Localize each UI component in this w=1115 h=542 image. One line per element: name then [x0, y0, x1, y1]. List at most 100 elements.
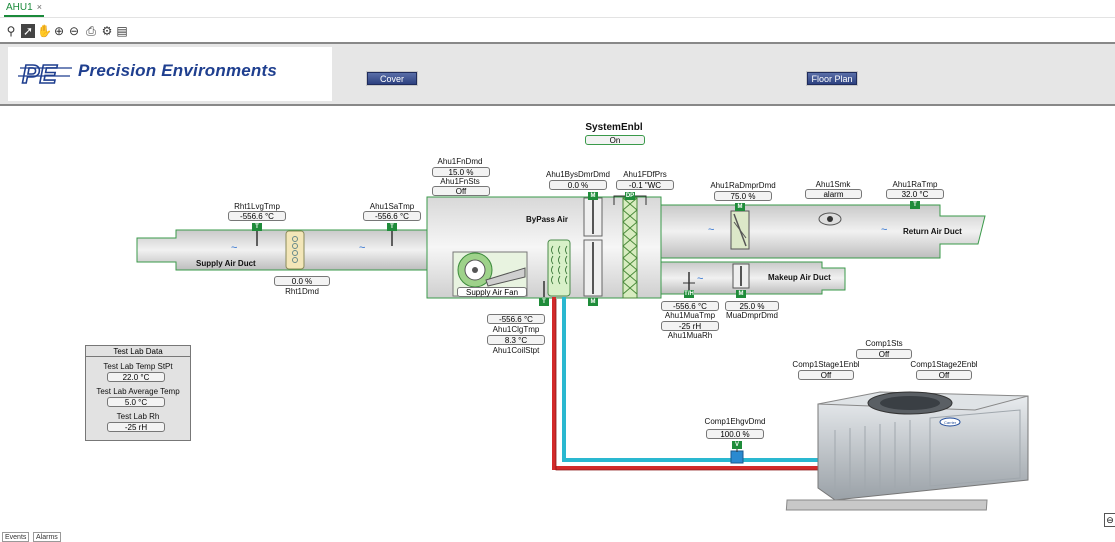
ahu1-mua-rh-label: Ahu1MuaRh — [667, 331, 713, 340]
temp-sensor-tag: T — [387, 223, 397, 231]
comp1-stage2-enbl-value[interactable]: Off — [916, 370, 972, 380]
return-damper-icon — [730, 210, 750, 250]
airflow-icon: ~ — [697, 273, 703, 285]
bypass-label: ByPass Air — [526, 215, 568, 224]
tab-divider — [0, 17, 1115, 18]
events-tab[interactable]: Events — [2, 532, 30, 542]
active-tab-indicator — [4, 15, 44, 17]
close-icon[interactable]: × — [36, 2, 42, 12]
makeup-duct-label: Makeup Air Duct — [768, 273, 831, 282]
test-lab-temp-stpt-label: Test Lab Temp StPt — [103, 362, 173, 371]
motor-tag: M — [588, 298, 598, 306]
bypass-damper-icon — [583, 197, 603, 297]
zoom-out-icon[interactable]: ⊖ — [68, 24, 80, 38]
comp1-sts-label: Comp1Sts — [865, 339, 903, 348]
comp1-stage1-enbl-label: Comp1Stage1Enbl — [792, 360, 860, 369]
airflow-icon: ~ — [881, 224, 887, 236]
ahu1-fn-dmd-value[interactable]: 15.0 % — [432, 167, 490, 177]
tab-ahu1[interactable]: AHU1× — [6, 2, 42, 13]
ahu1-sa-tmp-value[interactable]: -556.6 °C — [363, 211, 421, 221]
zoom-in-icon[interactable]: ⊕ — [53, 24, 65, 38]
filter-icon — [613, 195, 647, 299]
ahu1-fn-dmd-label: Ahu1FnDmd — [437, 157, 483, 166]
test-lab-title: Test Lab Data — [86, 346, 190, 357]
floor-plan-button[interactable]: Floor Plan — [807, 72, 857, 85]
temp-sensor-tag: T — [252, 223, 262, 231]
supply-air-duct — [136, 229, 428, 271]
comp1-stage2-enbl-label: Comp1Stage2Enbl — [910, 360, 978, 369]
supply-fan-label[interactable]: Supply Air Fan — [457, 287, 527, 297]
ahu1-ra-dmpr-dmd-label: Ahu1RaDmprDmd — [710, 181, 776, 190]
ahu1-mua-tmp-value[interactable]: -556.6 °C — [661, 301, 719, 311]
ahu1-fn-sts-label: Ahu1FnSts — [440, 177, 480, 186]
rht1-dmd-value[interactable]: 0.0 % — [274, 276, 330, 286]
ahu1-bys-dmr-dmd-value[interactable]: 0.0 % — [549, 180, 607, 190]
rht1-dmd-label: Rht1Dmd — [285, 287, 319, 296]
company-logo: PE — [8, 47, 332, 101]
ahu1-ra-tmp-value[interactable]: 32.0 °C — [886, 189, 944, 199]
print-preview-icon[interactable]: ▤ — [116, 24, 128, 38]
smoke-detector-icon — [818, 212, 842, 226]
test-lab-rh-label: Test Lab Rh — [116, 412, 160, 421]
ahu1-f-df-prs-label: Ahu1FDfPrs — [623, 170, 667, 179]
cover-button[interactable]: Cover — [367, 72, 417, 85]
ahu1-smk-label: Ahu1Smk — [815, 180, 851, 189]
dp-sensor-tag: DP — [625, 192, 635, 200]
ahu1-mua-rh-value[interactable]: -25 rH — [661, 321, 719, 331]
temp-sensor-tag: T — [539, 298, 549, 306]
motor-tag: M — [736, 290, 746, 298]
mua-dmpr-dmd-label: MuaDmprDmd — [725, 311, 779, 320]
motor-tag: M — [588, 192, 598, 200]
test-lab-avg-temp-value[interactable]: 5.0 °C — [107, 397, 165, 407]
alarms-tab[interactable]: Alarms — [33, 532, 61, 542]
pe-logo-mark-icon: PE — [18, 58, 72, 90]
comp1-ehgv-dmd-value[interactable]: 100.0 % — [706, 429, 764, 439]
pan-hand-icon[interactable]: ✋ — [37, 24, 52, 38]
ahu1-f-df-prs-value[interactable]: -0.1 "WC — [616, 180, 674, 190]
system-enable-label: SystemEnbl — [585, 122, 643, 133]
ahu1-smk-value[interactable]: alarm — [805, 189, 862, 199]
supply-duct-label: Supply Air Duct — [196, 259, 256, 268]
pointer-icon[interactable]: ➚ — [21, 24, 35, 38]
comp1-ehgv-dmd-label: Comp1EhgvDmd — [704, 417, 766, 426]
test-lab-rh-value[interactable]: -25 rH — [107, 422, 165, 432]
comp1-stage1-enbl-value[interactable]: Off — [798, 370, 854, 380]
side-panel-toggle-icon[interactable]: ⊖ — [1104, 513, 1115, 527]
test-lab-avg-temp-label: Test Lab Average Temp — [96, 387, 180, 396]
print-icon[interactable]: ⎙ — [86, 24, 96, 38]
ahu1-coil-stpt-value[interactable]: 8.3 °C — [487, 335, 545, 345]
system-enable-value[interactable]: On — [585, 135, 645, 145]
ahu1-clg-tmp-label: Ahu1ClgTmp — [492, 325, 540, 334]
makeup-damper-icon — [732, 263, 750, 289]
ahu1-clg-tmp-value[interactable]: -556.6 °C — [487, 314, 545, 324]
motor-tag: M — [735, 203, 745, 211]
ahu1-bys-dmr-dmd-label: Ahu1BysDmrDmd — [545, 170, 611, 179]
airflow-icon: ~ — [231, 242, 237, 254]
tab-title: AHU1 — [6, 2, 33, 13]
test-lab-temp-stpt-value[interactable]: 22.0 °C — [107, 372, 165, 382]
airflow-icon: ~ — [708, 224, 714, 236]
logo-text: Precision Environments — [78, 61, 278, 80]
condensing-unit-icon — [785, 391, 1029, 511]
print-setup-icon[interactable]: ⚙ — [101, 24, 113, 38]
ahu1-fn-sts-value[interactable]: Off — [432, 186, 490, 196]
return-duct-label: Return Air Duct — [903, 227, 962, 236]
temp-humidity-tag: T/H — [684, 290, 694, 298]
svg-text:PE: PE — [22, 59, 57, 89]
airflow-icon: ~ — [359, 242, 365, 254]
hot-gas-valve-icon — [730, 448, 744, 464]
ahu1-ra-dmpr-dmd-value[interactable]: 75.0 % — [714, 191, 772, 201]
mua-dmpr-dmd-value[interactable]: 25.0 % — [725, 301, 779, 311]
ahu1-coil-stpt-label: Ahu1CoilStpt — [492, 346, 540, 355]
ahu1-mua-tmp-label: Ahu1MuaTmp — [664, 311, 716, 320]
rht1-lvg-tmp-label: Rht1LvgTmp — [234, 202, 280, 211]
reheat-coil-icon — [285, 230, 305, 270]
comp1-sts-value[interactable]: Off — [856, 349, 912, 359]
makeup-air-duct — [660, 261, 846, 295]
temp-sensor-tag: T — [910, 201, 920, 209]
rht1-lvg-tmp-value[interactable]: -556.6 °C — [228, 211, 286, 221]
ahu1-ra-tmp-label: Ahu1RaTmp — [892, 180, 938, 189]
carrier-logo-text: Carrier — [944, 420, 957, 425]
command-icon[interactable]: ⚲ — [6, 24, 16, 38]
